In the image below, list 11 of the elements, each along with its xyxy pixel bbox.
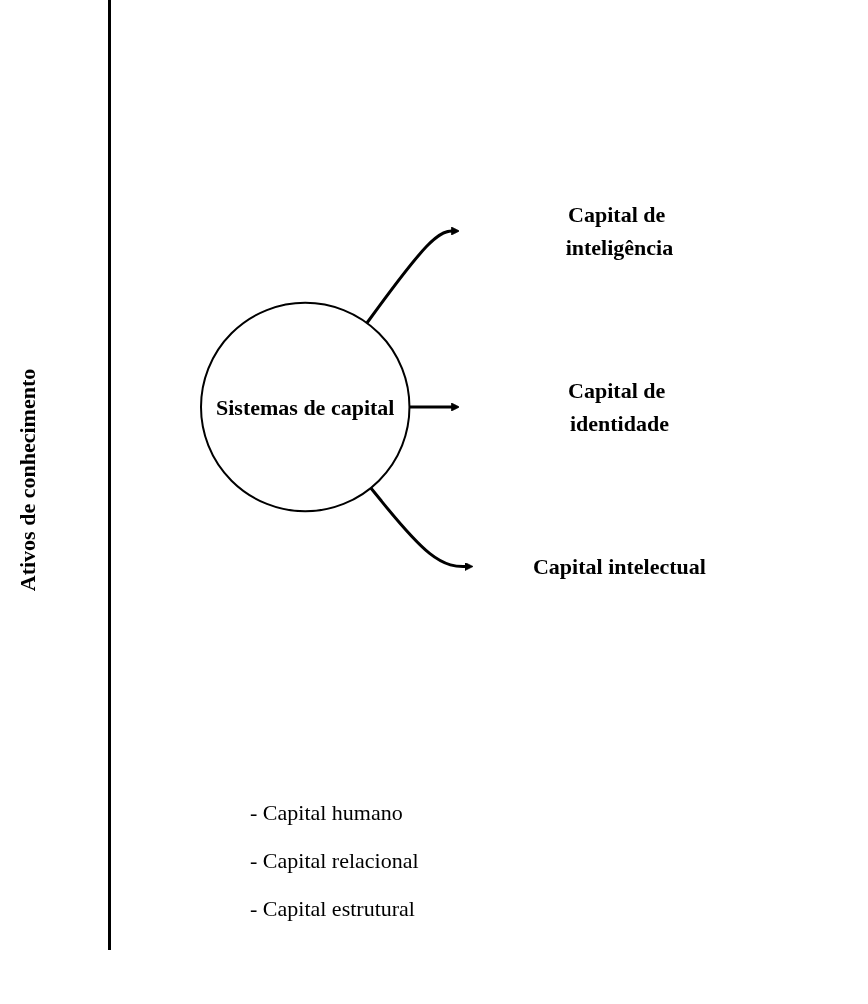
node-text: Capital de identidade — [567, 377, 669, 436]
list-item: - Capital relacional — [250, 848, 419, 874]
list-item: - Capital estrutural — [250, 896, 416, 922]
list-item: - Capital humano — [250, 800, 404, 826]
node-circle: Sistemas de capital — [199, 301, 411, 512]
arrow — [369, 486, 474, 571]
axis-label: Ativos de conhecimento — [15, 368, 41, 592]
node-text: Capital intelectual — [532, 553, 706, 579]
arrow — [365, 226, 460, 324]
node-text: Capital de inteligência — [565, 201, 673, 260]
arrow — [409, 402, 460, 411]
